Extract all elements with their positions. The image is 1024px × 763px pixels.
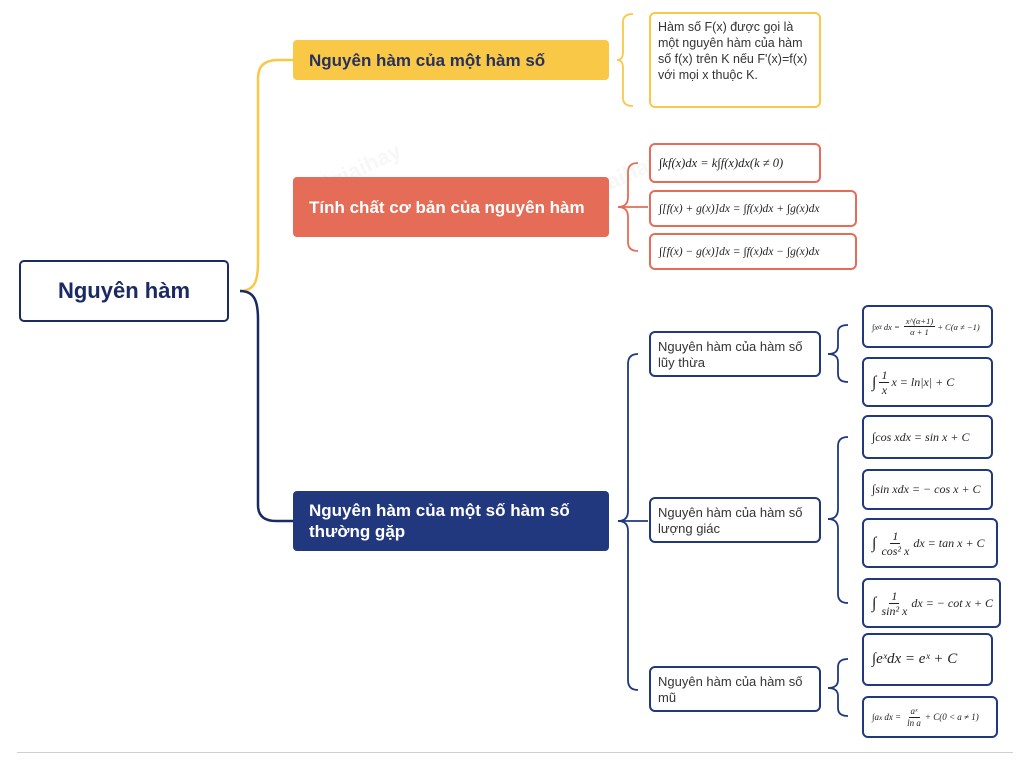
fraction-numerator: 1 <box>889 588 900 604</box>
fraction: 1 cos² x <box>879 530 911 557</box>
branch-label: Tính chất cơ bản của nguyên hàm <box>309 197 585 217</box>
formula-lead: ∫ <box>872 533 877 552</box>
root-label: Nguyên hàm <box>57 278 191 303</box>
fraction-numerator: aˣ <box>908 705 920 718</box>
formula-text: ∫cos xdx = sin x + C <box>872 429 970 444</box>
trig-formula-cot[interactable]: ∫ 1 sin² x dx = − cot x + C <box>862 578 1001 628</box>
branch-label: Nguyên hàm của một số hàm số thường gặp <box>309 501 570 541</box>
formula-text: ∫[f(x) − g(x)]dx = ∫f(x)dx − ∫g(x)dx <box>659 245 820 258</box>
formula-text: ∫sin xdx = − cos x + C <box>872 482 981 496</box>
property-formula-3[interactable]: ∫[f(x) − g(x)]dx = ∫f(x)dx − ∫g(x)dx <box>649 233 857 270</box>
formula-tail: dx = tan x + C <box>913 535 985 550</box>
branch-label: Nguyên hàm của một hàm số <box>309 50 546 70</box>
formula-text: ∫eˣdx = eˣ + C <box>872 651 958 667</box>
formula-sup: α <box>878 322 882 331</box>
group-label: Nguyên hàm của hàm số lượng giác <box>658 505 803 536</box>
fraction: x^(α+1) α + 1 <box>903 315 936 337</box>
fraction: 1 x <box>879 367 890 397</box>
property-formula-1[interactable]: ∫kf(x)dx = k∫f(x)dx(k ≠ 0) <box>649 143 821 183</box>
formula-lead: ∫ <box>872 372 877 391</box>
trig-formula-cos[interactable]: ∫cos xdx = sin x + C <box>862 415 993 459</box>
formula-tail: + C(α ≠ −1) <box>937 321 980 332</box>
fraction-denominator: α + 1 <box>910 327 929 337</box>
group-label: Nguyên hàm của hàm số lũy thừa <box>658 339 803 370</box>
exp-formula-e[interactable]: ∫eˣdx = eˣ + C <box>862 633 993 686</box>
branch-antiderivative-of-function[interactable]: Nguyên hàm của một hàm số <box>293 40 609 80</box>
branch-basic-properties[interactable]: Tính chất cơ bản của nguyên hàm <box>293 177 609 237</box>
fraction: aˣ ln a <box>905 705 923 728</box>
power-formula-2[interactable]: ∫ 1 x x = ln|x| + C <box>862 357 993 407</box>
group-exponential-functions[interactable]: Nguyên hàm của hàm số mũ <box>649 666 821 712</box>
fraction-numerator: 1 <box>890 528 901 544</box>
group-power-functions[interactable]: Nguyên hàm của hàm số lũy thừa <box>649 331 821 377</box>
fraction-denominator: x <box>881 382 888 397</box>
bottom-divider <box>17 752 1013 753</box>
formula-mid: dx = <box>884 712 902 722</box>
formula-text: ∫kf(x)dx = k∫f(x)dx(k ≠ 0) <box>659 155 784 170</box>
fraction-denominator: sin² x <box>881 603 908 618</box>
group-label: Nguyên hàm của hàm số mũ <box>658 674 803 705</box>
formula-sup: x <box>878 712 883 722</box>
fraction-denominator: cos² x <box>881 543 910 558</box>
definition-node[interactable]: Hàm số F(x) được gọi là một nguyên hàm c… <box>649 12 821 108</box>
formula-tail: dx = − cot x + C <box>911 595 993 610</box>
fraction-denominator: ln a <box>907 717 921 728</box>
formula-lead: ∫a <box>872 712 879 722</box>
trig-formula-tan[interactable]: ∫ 1 cos² x dx = tan x + C <box>862 518 998 568</box>
trig-formula-sin[interactable]: ∫sin xdx = − cos x + C <box>862 469 993 510</box>
root-node[interactable]: Nguyên hàm <box>19 260 229 322</box>
fraction-numerator: 1 <box>879 367 890 383</box>
group-trig-functions[interactable]: Nguyên hàm của hàm số lượng giác <box>649 497 821 543</box>
formula-mid: dx = <box>883 321 900 332</box>
fraction: 1 sin² x <box>879 590 909 617</box>
fraction-numerator: x^(α+1) <box>903 315 936 327</box>
formula-lead: ∫ <box>872 593 877 612</box>
formula-tail: + C(0 < a ≠ 1) <box>924 712 979 722</box>
formula-text: ∫[f(x) + g(x)]dx = ∫f(x)dx + ∫g(x)dx <box>659 202 820 215</box>
property-formula-2[interactable]: ∫[f(x) + g(x)]dx = ∫f(x)dx + ∫g(x)dx <box>649 190 857 227</box>
formula-tail: x = ln|x| + C <box>891 374 955 389</box>
branch-common-antiderivatives[interactable]: Nguyên hàm của một số hàm số thường gặp <box>293 491 609 551</box>
definition-text: Hàm số F(x) được gọi là một nguyên hàm c… <box>658 20 808 82</box>
formula-lead: ∫x <box>872 321 879 332</box>
